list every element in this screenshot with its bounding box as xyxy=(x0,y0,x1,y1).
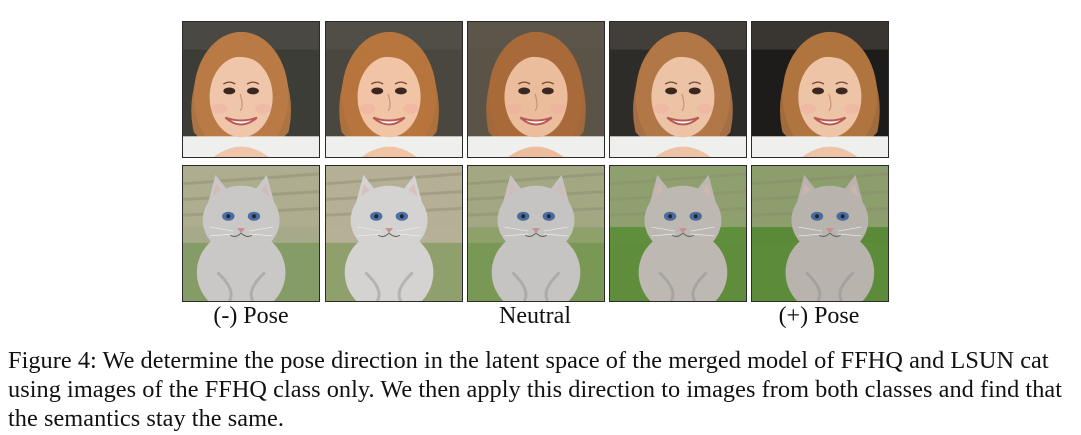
figure-image-grid xyxy=(182,21,890,303)
woman-face-portrait-icon xyxy=(752,22,888,157)
figure-caption: Figure 4: We determine the pose directio… xyxy=(8,347,1063,432)
lsun-cat-image-4 xyxy=(609,165,747,302)
label-positive-pose: (+) Pose xyxy=(778,303,860,329)
gray-kitten-photo-icon xyxy=(610,166,746,301)
woman-face-portrait-icon xyxy=(326,22,462,157)
ffhq-image-2 xyxy=(325,21,463,158)
label-neutral: Neutral xyxy=(499,303,571,329)
gray-kitten-photo-icon xyxy=(183,166,319,301)
woman-face-portrait-icon xyxy=(468,22,604,157)
lsun-cat-image-5 xyxy=(751,165,889,302)
ffhq-image-4 xyxy=(609,21,747,158)
gray-kitten-photo-icon xyxy=(326,166,462,301)
ffhq-image-5 xyxy=(751,21,889,158)
lsun-cat-image-2 xyxy=(325,165,463,302)
gray-kitten-photo-icon xyxy=(468,166,604,301)
ffhq-image-1 xyxy=(182,21,320,158)
ffhq-image-3 xyxy=(467,21,605,158)
woman-face-portrait-icon xyxy=(183,22,319,157)
lsun-cat-image-1 xyxy=(182,165,320,302)
label-negative-pose: (-) Pose xyxy=(213,303,289,329)
gray-kitten-photo-icon xyxy=(752,166,888,301)
lsun-cat-image-3 xyxy=(467,165,605,302)
woman-face-portrait-icon xyxy=(610,22,746,157)
